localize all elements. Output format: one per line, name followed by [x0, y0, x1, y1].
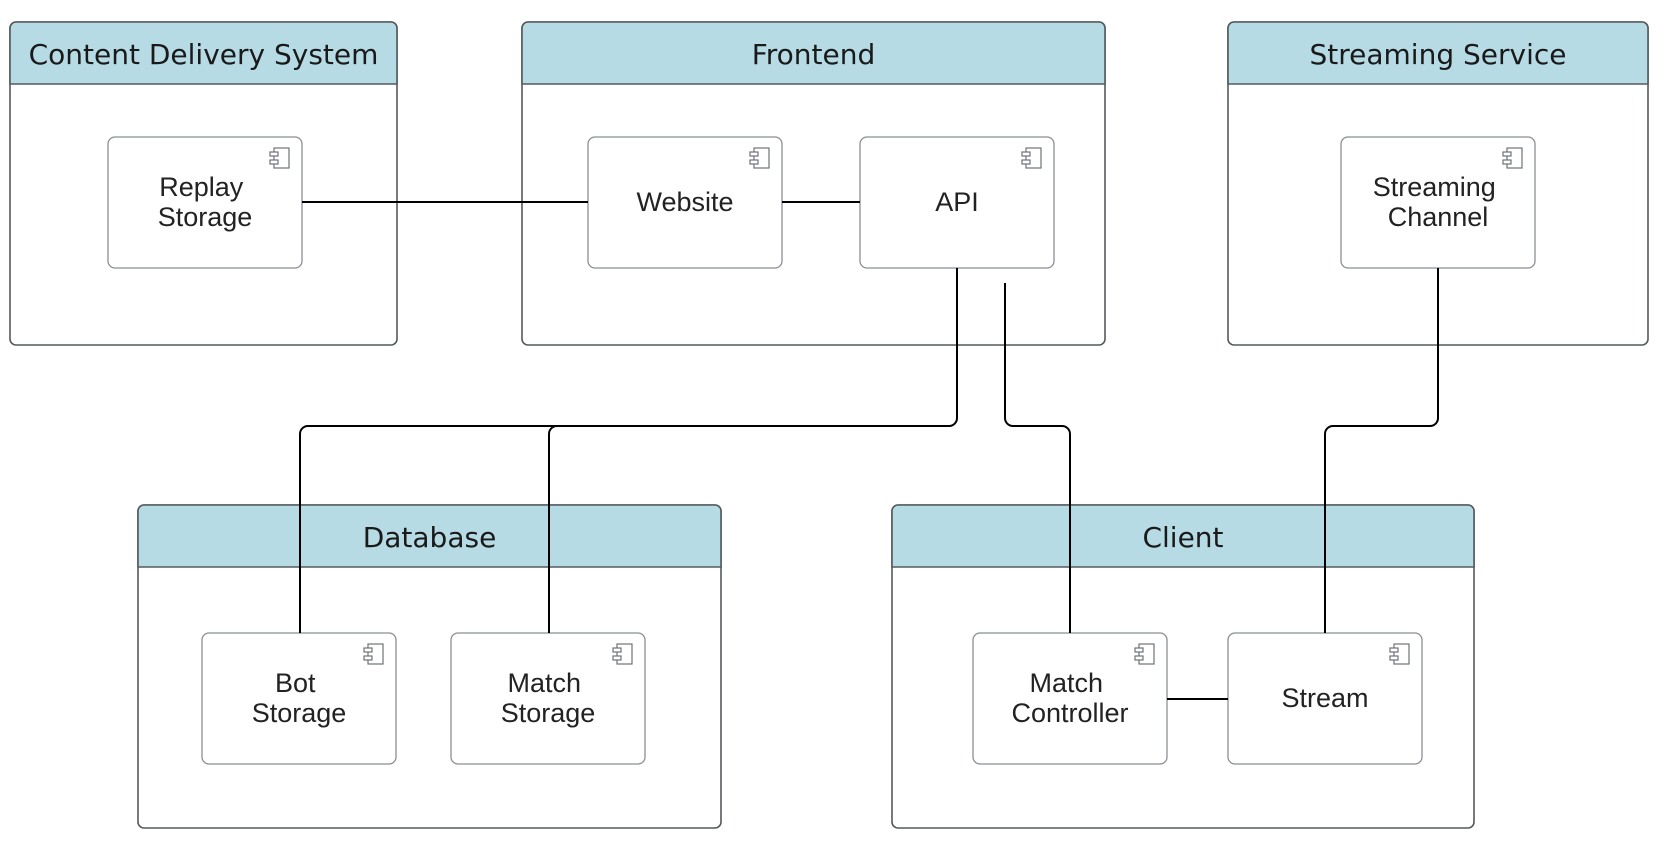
uml-component-icon [612, 643, 633, 665]
uml-component-icon [1389, 643, 1410, 665]
component-label: Replay Storage [158, 172, 253, 232]
package-title: Streaming Service [1310, 38, 1567, 71]
component-website: Website [587, 136, 783, 269]
package-title: Database [363, 521, 497, 554]
package-header [521, 21, 1106, 85]
component-streaming-channel: Streaming Channel [1340, 136, 1536, 269]
uml-component-icon [1502, 147, 1523, 169]
package-header [9, 21, 398, 85]
component-match-storage: Match Storage [450, 632, 646, 765]
package-title: Frontend [752, 38, 876, 71]
component-stream: Stream [1227, 632, 1423, 765]
component-bot-storage: Bot Storage [201, 632, 397, 765]
component-label: Website [636, 187, 733, 217]
component-replay-storage: Replay Storage [107, 136, 303, 269]
uml-component-icon [1134, 643, 1155, 665]
connectors [299, 201, 1439, 700]
component-match-controller: Match Controller [972, 632, 1168, 765]
uml-component-icon [269, 147, 290, 169]
component-label: Streaming Channel [1373, 172, 1504, 232]
uml-component-icon [363, 643, 384, 665]
package-header [891, 504, 1475, 568]
package-title: Content Delivery System [29, 38, 379, 71]
package-header [137, 504, 722, 568]
component-api: API [859, 136, 1055, 269]
connector-api-match-storage [548, 425, 558, 633]
package-header [1227, 21, 1649, 85]
connector-api-bot-storage [299, 268, 958, 633]
uml-component-icon [1021, 147, 1042, 169]
connector-channel-stream [1324, 268, 1439, 633]
component-label: Bot Storage [252, 668, 347, 728]
component-label: Match Storage [501, 668, 596, 728]
package-title: Client [1142, 521, 1223, 554]
uml-component-icon [749, 147, 770, 169]
component-label: Match Controller [1011, 668, 1128, 728]
component-label: API [935, 187, 979, 217]
component-label: Stream [1281, 683, 1368, 713]
connector-api-match-controller [1004, 283, 1071, 633]
